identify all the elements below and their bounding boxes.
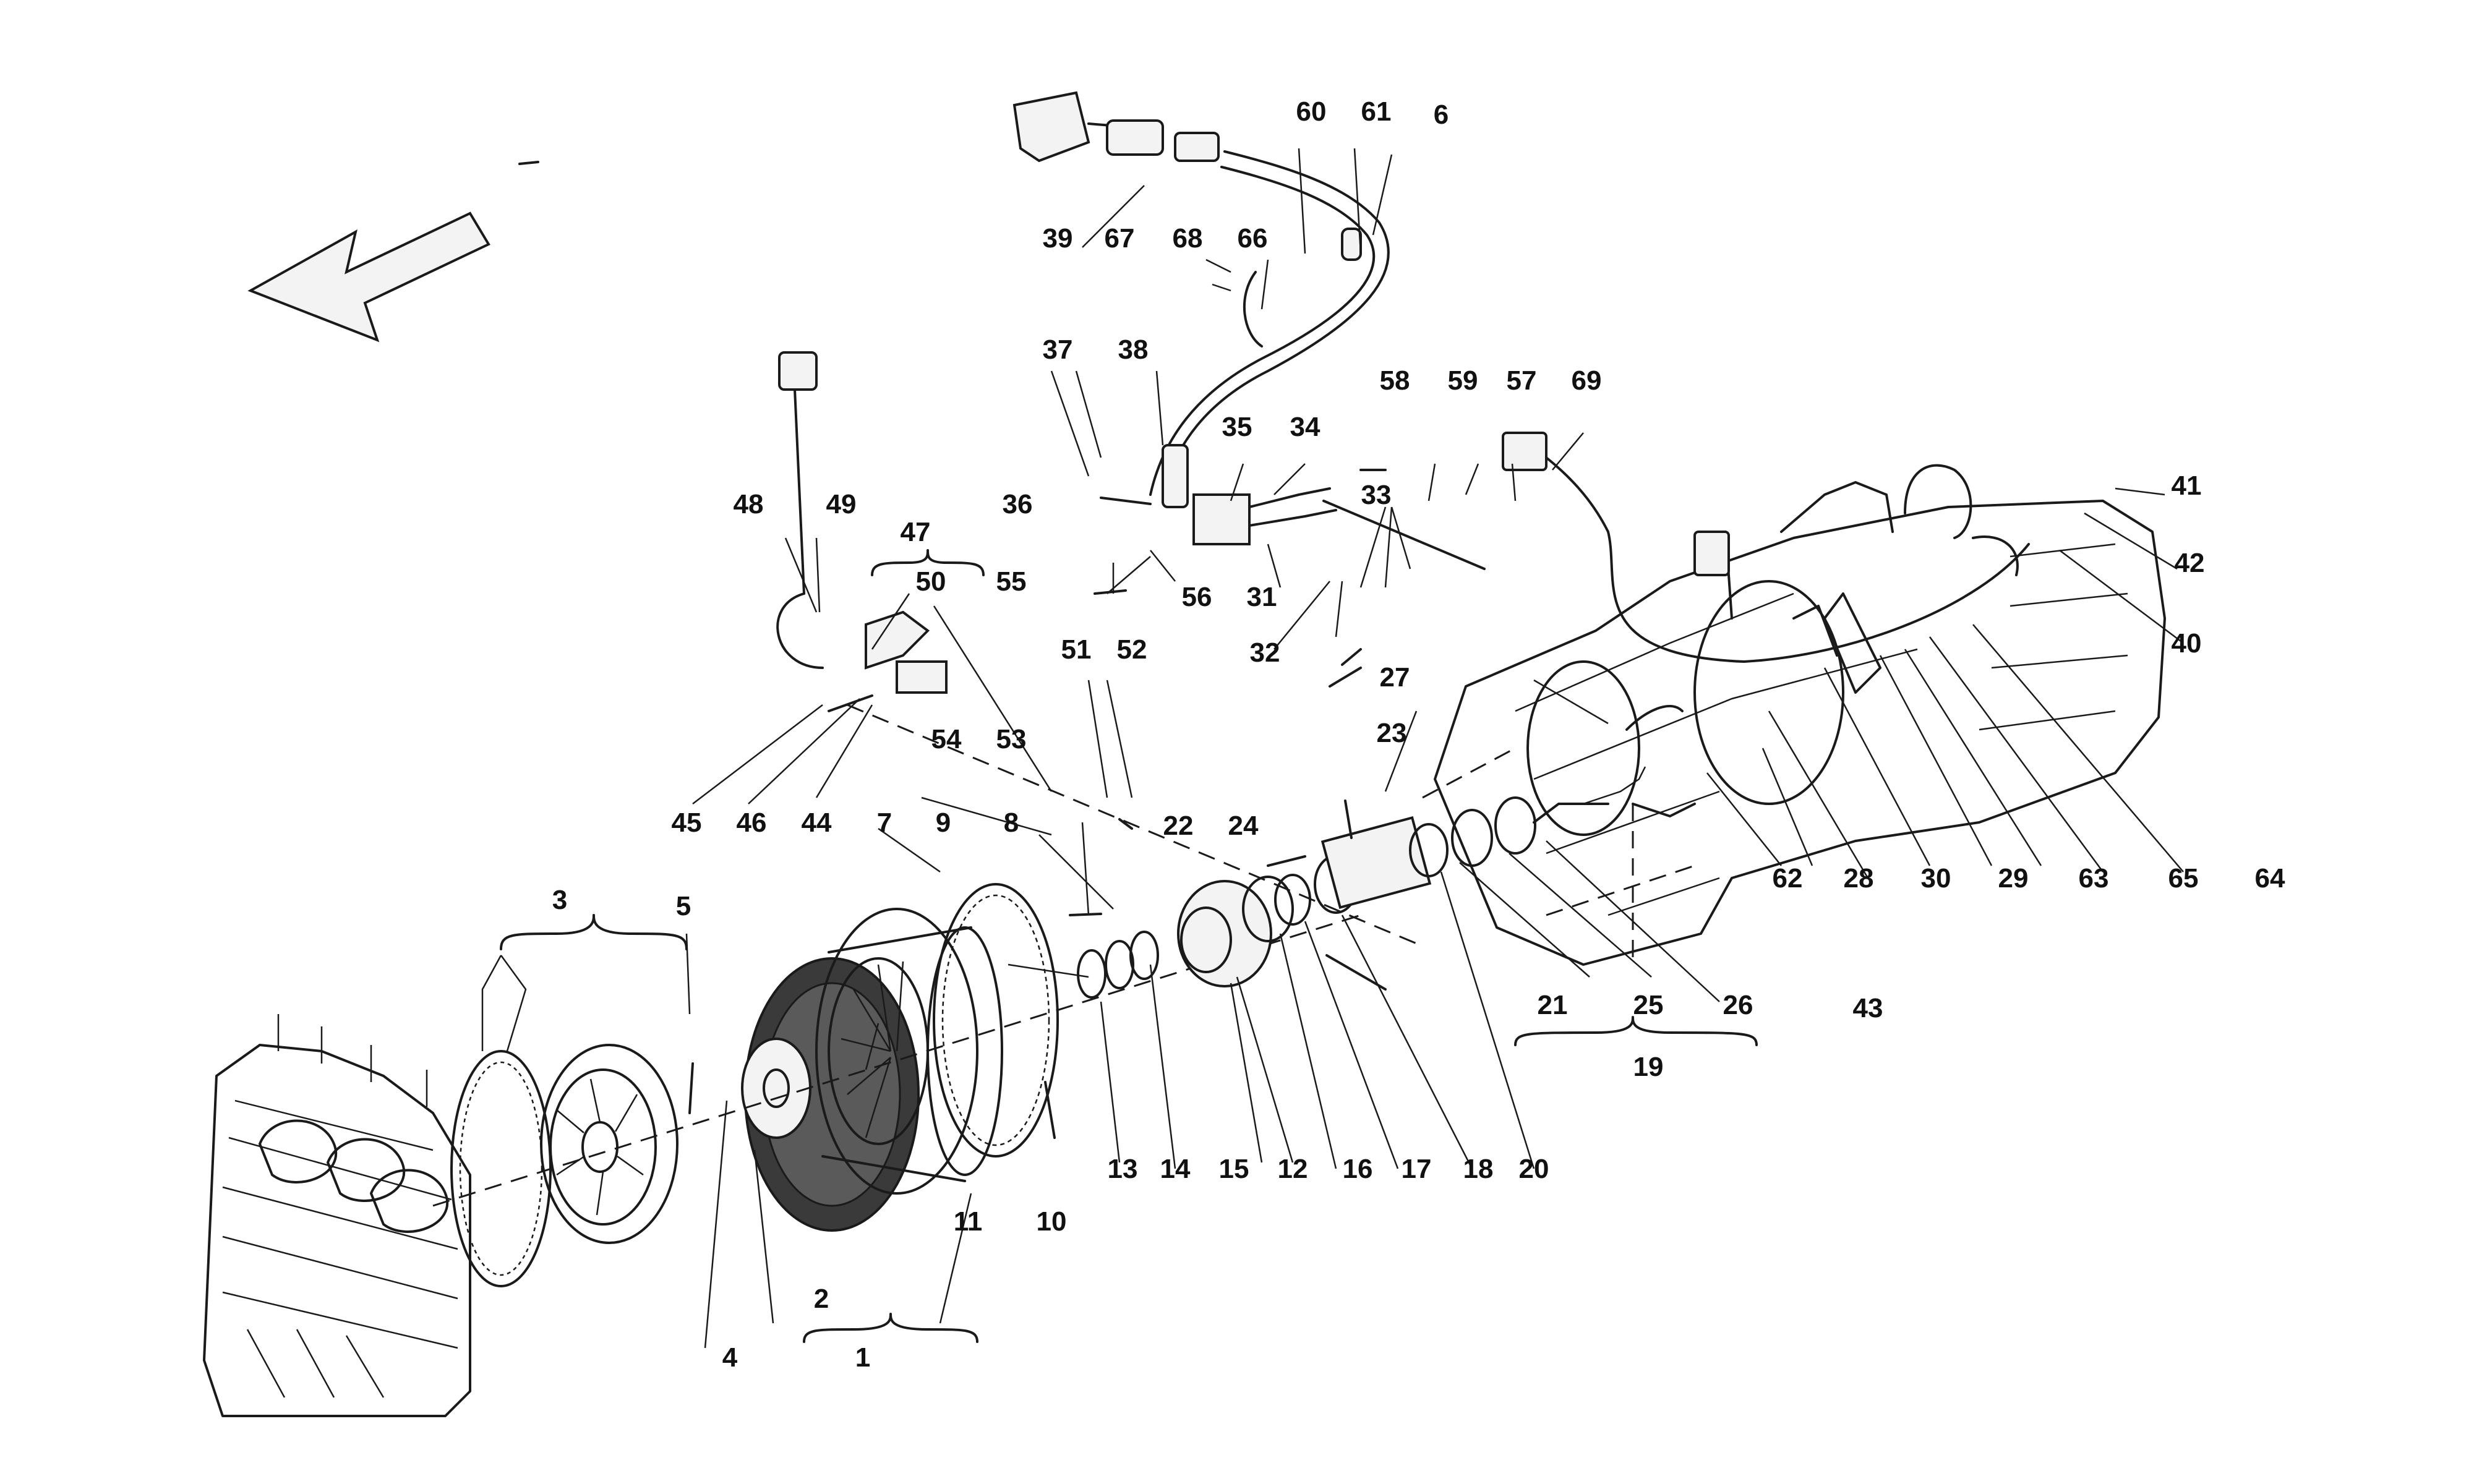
part-number-label: 66 <box>1238 223 1268 254</box>
part-number-label: 33 <box>1361 480 1392 510</box>
pressure-plate <box>815 908 1003 1195</box>
part-number-label: 29 <box>1998 863 2029 893</box>
part-number-label: 7 <box>877 808 892 838</box>
part-number-label: 51 <box>1061 634 1092 665</box>
part-number-label: 55 <box>996 566 1027 597</box>
part-number-label: 6 <box>1434 100 1449 130</box>
part-number-label: 15 <box>1219 1154 1249 1184</box>
part-number-label: 13 <box>1108 1154 1138 1184</box>
hydraulic-line <box>1012 91 1486 570</box>
part-number-label: 59 <box>1448 365 1478 396</box>
part-number-label: 2 <box>814 1284 829 1314</box>
part-number-label: 63 <box>2079 863 2109 893</box>
part-number-label: 43 <box>1853 993 1883 1023</box>
gearbox-housing <box>1434 464 2166 966</box>
part-number-label: 53 <box>996 724 1027 754</box>
part-number-label: 27 <box>1380 662 1410 693</box>
part-number-label: 17 <box>1402 1154 1432 1184</box>
part-number-label: 46 <box>737 808 767 838</box>
part-number-label: 1 <box>855 1342 870 1373</box>
ring-gear <box>933 883 1059 1158</box>
part-number-label: 47 <box>901 517 931 547</box>
part-number-label: 68 <box>1173 223 1203 254</box>
part-number-label: 52 <box>1117 634 1147 665</box>
part-number-label: 21 <box>1538 990 1568 1020</box>
clutch-disc <box>741 957 920 1232</box>
part-number-label: 69 <box>1572 365 1602 396</box>
group-brackets <box>500 549 1758 1343</box>
part-number-label: 58 <box>1380 365 1410 396</box>
part-number-label: 45 <box>672 808 702 838</box>
part-number-label: 5 <box>676 891 691 921</box>
part-number-label: 12 <box>1278 1154 1308 1184</box>
part-number-label: 54 <box>931 724 962 754</box>
flywheel-assembly <box>450 1044 678 1287</box>
part-number-label: 19 <box>1633 1052 1664 1082</box>
part-number-label: 57 <box>1507 365 1537 396</box>
engine-block <box>203 1014 471 1417</box>
part-number-label: 50 <box>916 566 946 597</box>
part-number-label: 31 <box>1247 582 1277 612</box>
bolts <box>688 469 1387 1139</box>
orientation-arrow-icon <box>247 161 539 343</box>
part-number-label: 67 <box>1105 223 1135 254</box>
part-number-label: 37 <box>1043 335 1073 365</box>
part-number-label: 38 <box>1118 335 1149 365</box>
release-bearing-group <box>1077 796 1536 999</box>
part-number-label: 39 <box>1043 223 1073 254</box>
part-number-label: 24 <box>1228 811 1259 841</box>
part-number-label: 32 <box>1250 638 1280 668</box>
part-number-label: 64 <box>2255 863 2285 893</box>
part-number-label: 14 <box>1160 1154 1191 1184</box>
part-number-label: 48 <box>734 489 764 519</box>
part-number-label: 4 <box>722 1342 738 1373</box>
part-number-label: 20 <box>1519 1154 1549 1184</box>
part-number-label: 60 <box>1296 96 1327 127</box>
part-number-label: 62 <box>1773 863 1803 893</box>
part-number-label: 22 <box>1163 811 1194 841</box>
part-number-label: 30 <box>1921 863 1951 893</box>
part-number-label: 40 <box>2172 628 2202 659</box>
assembly-axis-line <box>432 704 1516 1207</box>
part-number-label: 65 <box>2168 863 2199 893</box>
wiring-harness <box>1502 432 2030 731</box>
part-number-label: 44 <box>802 808 832 838</box>
part-number-label: 34 <box>1290 412 1320 442</box>
part-number-label: 9 <box>936 808 951 838</box>
part-number-label: 3 <box>552 885 567 915</box>
part-number-label: 49 <box>826 489 857 519</box>
part-number-label: 36 <box>1003 489 1033 519</box>
part-number-label: 28 <box>1844 863 1874 893</box>
part-number-label: 61 <box>1361 96 1392 127</box>
part-number-label: 25 <box>1633 990 1664 1020</box>
part-number-label: 42 <box>2175 548 2205 578</box>
part-number-label: 23 <box>1377 718 1407 748</box>
part-number-label: 26 <box>1723 990 1753 1020</box>
part-number-label: 56 <box>1182 582 1212 612</box>
part-number-label: 16 <box>1343 1154 1373 1184</box>
part-number-label: 18 <box>1463 1154 1494 1184</box>
part-number-label: 8 <box>1004 808 1019 838</box>
leader-lines <box>481 148 2184 1349</box>
part-number-label: 35 <box>1222 412 1252 442</box>
part-number-label: 41 <box>2172 471 2202 501</box>
part-number-label: 10 <box>1037 1206 1067 1237</box>
position-sensor <box>776 351 948 694</box>
part-number-label: 11 <box>954 1206 983 1237</box>
